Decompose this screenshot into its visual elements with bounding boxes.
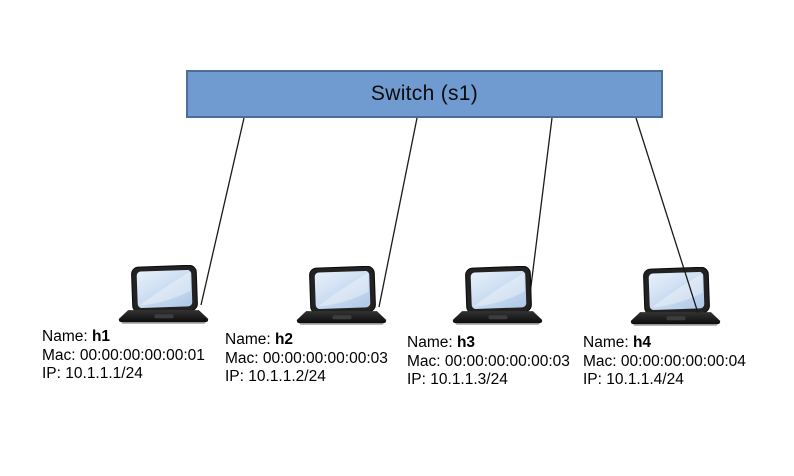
host-ip-row: IP: 10.1.1.4/24 [583, 371, 684, 388]
host-label-h1: Name: h1 Mac: 00:00:00:00:00:01 IP: 10.1… [42, 328, 205, 384]
host-node-h2 [296, 266, 387, 325]
host-ip-row: IP: 10.1.1.1/24 [42, 365, 143, 382]
host-mac: 00:00:00:00:00:01 [79, 346, 205, 364]
laptop-icon [630, 267, 721, 326]
host-mac: 00:00:00:00:00:04 [620, 352, 746, 370]
host-label-h2: Name: h2 Mac: 00:00:00:00:00:03 IP: 10.1… [225, 331, 388, 387]
host-mac-row: Mac: 00:00:00:00:00:03 [225, 349, 388, 367]
host-name-row: Name: h4 [583, 334, 652, 351]
host-name: h4 [632, 334, 652, 351]
host-name-row: Name: h2 [225, 331, 294, 348]
host-mac: 00:00:00:00:00:03 [262, 349, 388, 367]
host-name: h2 [274, 331, 294, 348]
host-node-h4 [630, 267, 721, 326]
laptop-icon [296, 266, 387, 325]
host-mac: 00:00:00:00:00:03 [444, 352, 570, 370]
host-ip: 10.1.1.3/24 [430, 371, 508, 388]
host-mac-row: Mac: 00:00:00:00:00:01 [42, 346, 205, 364]
host-mac-row: Mac: 00:00:00:00:00:04 [583, 352, 746, 370]
host-ip: 10.1.1.1/24 [65, 365, 143, 382]
laptop-icon [118, 265, 209, 324]
host-name: h3 [456, 334, 476, 351]
host-ip: 10.1.1.4/24 [606, 371, 684, 388]
host-node-h3 [452, 266, 543, 325]
host-name: h1 [91, 328, 111, 345]
host-name-row: Name: h1 [42, 328, 111, 345]
host-label-h4: Name: h4 Mac: 00:00:00:00:00:04 IP: 10.1… [583, 334, 746, 390]
host-mac-row: Mac: 00:00:00:00:00:03 [407, 352, 570, 370]
switch-node-s1: Switch (s1) [186, 70, 663, 118]
host-ip: 10.1.1.2/24 [248, 368, 326, 385]
host-node-h1 [118, 265, 209, 324]
host-ip-row: IP: 10.1.1.3/24 [407, 371, 508, 388]
host-ip-row: IP: 10.1.1.2/24 [225, 368, 326, 385]
switch-label: Switch (s1) [370, 82, 479, 105]
host-name-row: Name: h3 [407, 334, 476, 351]
laptop-icon [452, 266, 543, 325]
host-label-h3: Name: h3 Mac: 00:00:00:00:00:03 IP: 10.1… [407, 334, 570, 390]
